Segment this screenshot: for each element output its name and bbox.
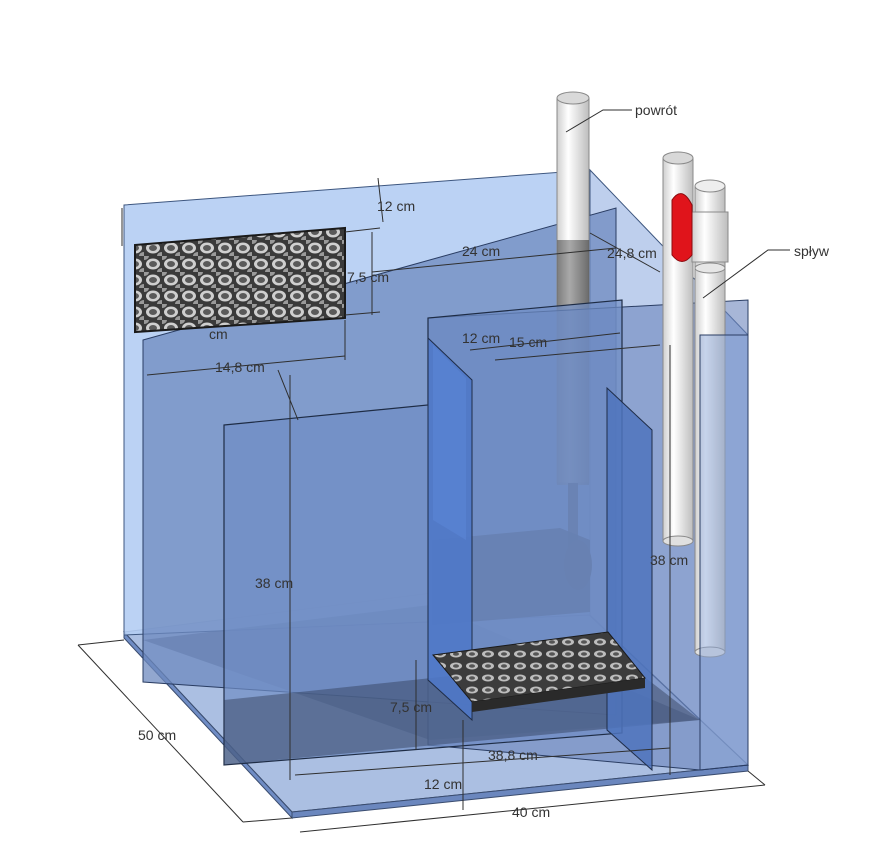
top-sponge [134, 226, 346, 334]
dim-width-24-8: 24,8 cm [607, 245, 657, 261]
dim-depth-50: 50 cm [138, 727, 176, 743]
dim-width-24: 24 cm [462, 243, 500, 259]
dim-sponge-partial: cm [209, 326, 228, 342]
dimension-lines [77, 109, 790, 833]
label-overflow-pipe: spływ [794, 243, 830, 259]
dim-width-40: 40 cm [512, 804, 550, 820]
dim-bottom-sponge-height: 7,5 cm [390, 699, 432, 715]
dim-top-offset: 12 cm [377, 198, 415, 214]
valve-handle [671, 193, 693, 262]
dim-width-14-8: 14,8 cm [215, 359, 265, 375]
label-return-pipe: powrót [635, 102, 677, 118]
bottom-sponge [432, 631, 646, 712]
right-front-glass [699, 334, 749, 771]
baffle-right [606, 386, 653, 772]
dim-height-right: 38 cm [650, 552, 688, 568]
dim-chamber-15: 15 cm [509, 334, 547, 350]
dim-length-38-8: 38,8 cm [488, 747, 538, 763]
dim-sponge-height: 7,5 cm [347, 269, 389, 285]
baffle-left [427, 336, 473, 722]
dim-bottom-12: 12 cm [424, 776, 462, 792]
dim-chamber-12: 12 cm [462, 330, 500, 346]
dim-height-left: 38 cm [255, 575, 293, 591]
